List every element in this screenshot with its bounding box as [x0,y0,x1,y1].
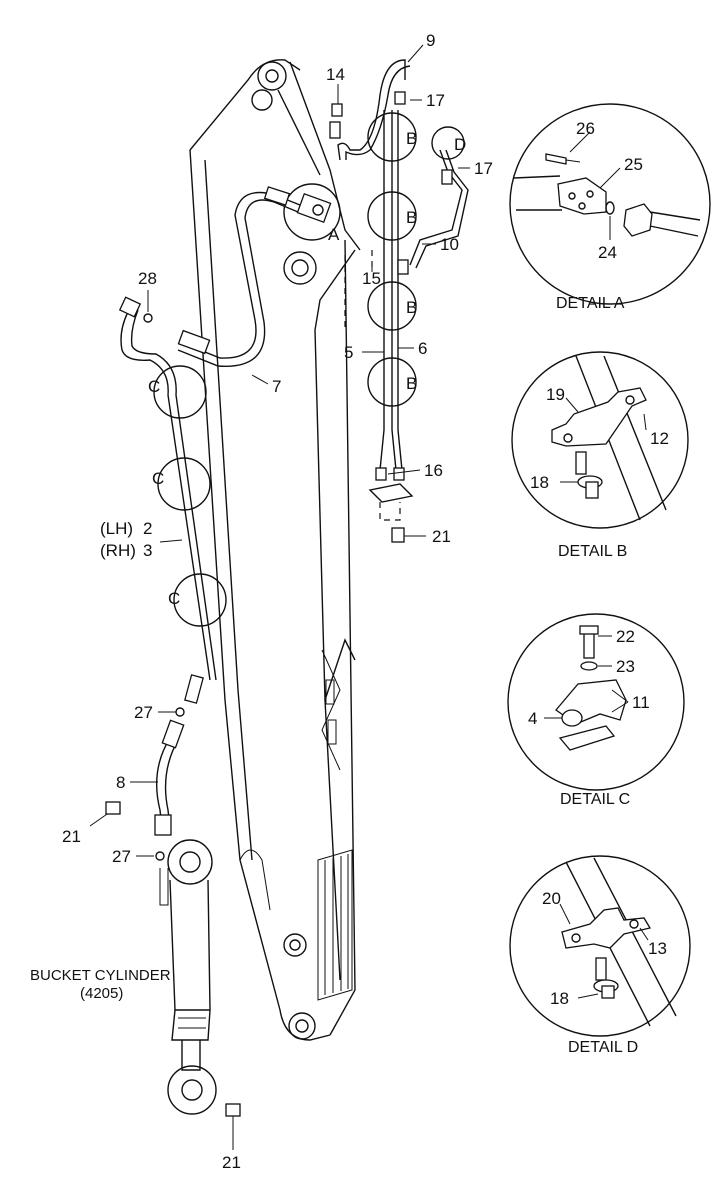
label-rh: (RH) [100,541,136,560]
label-27-top: 27 [134,703,153,722]
label-9: 9 [426,31,435,50]
label-3: 3 [143,541,152,560]
marker-c-3: C [168,589,180,608]
marker-b-1: B [406,129,417,148]
label-8: 8 [116,773,125,792]
label-20: 20 [542,889,561,908]
label-15: 15 [362,269,381,288]
label-21-mid: 21 [432,527,451,546]
detail-c-title: DETAIL C [560,791,630,808]
detail-a-title: DETAIL A [556,295,625,312]
marker-callouts: B B B B D C C C A [148,112,466,627]
marker-a: A [328,225,340,244]
marker-b-2: B [406,208,417,227]
label-10: 10 [440,235,459,254]
label-21-bottom: 21 [222,1153,241,1172]
label-14: 14 [326,65,345,84]
detail-b-title: DETAIL B [558,543,627,560]
label-18-d: 18 [550,989,569,1008]
marker-c-2: C [152,469,164,488]
label-4: 4 [528,709,537,728]
label-21-left: 21 [62,827,81,846]
label-2: 2 [143,519,152,538]
label-23: 23 [616,657,635,676]
part-labels: 9 14 17 17 10 15 5 6 16 21 7 28 27 8 21 … [30,31,493,1172]
detail-b: 19 12 18 DETAIL B [511,351,689,560]
bucket-cylinder-code: (4205) [80,985,123,1002]
bucket-cylinder [159,839,241,1150]
marker-c-1: C [148,377,160,396]
label-26: 26 [576,119,595,138]
marker-b-3: B [406,298,417,317]
label-18-b: 18 [530,473,549,492]
label-24: 24 [598,243,617,262]
marker-b-4: B [406,374,417,393]
label-16: 16 [424,461,443,480]
label-5: 5 [344,343,353,362]
arm-structure [189,59,361,1041]
label-12: 12 [650,429,669,448]
marker-d: D [454,135,466,154]
hose-lines [118,59,469,836]
label-11: 11 [632,693,650,712]
label-27-bottom: 27 [112,847,131,866]
detail-c: 22 23 4 11 DETAIL C [507,613,685,808]
label-17a: 17 [426,91,445,110]
label-6: 6 [418,339,427,358]
label-19: 19 [546,385,565,404]
leader-lines [89,44,470,857]
label-lh: (LH) [100,519,133,538]
bucket-cylinder-name: BUCKET CYLINDER [30,967,171,984]
label-13: 13 [648,939,667,958]
label-28: 28 [138,269,157,288]
detail-a: 26 25 24 DETAIL A [509,103,711,312]
label-22: 22 [616,627,635,646]
detail-d: 20 13 18 DETAIL D [509,855,691,1056]
fittings [105,103,343,861]
label-17b: 17 [474,159,493,178]
clamp-block [368,467,414,543]
label-25: 25 [624,155,643,174]
label-7: 7 [272,377,281,396]
detail-d-title: DETAIL D [568,1039,638,1056]
